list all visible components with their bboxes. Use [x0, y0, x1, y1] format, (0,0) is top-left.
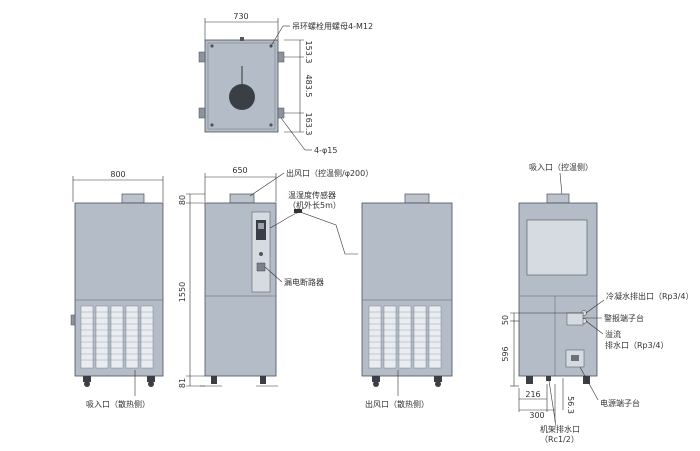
top-bracket	[198, 51, 206, 63]
right-dim-50: 50	[501, 315, 510, 325]
front-outlet-duct	[229, 193, 255, 204]
back-vent-grille	[368, 305, 442, 369]
front-dim-1550: 1550	[178, 282, 187, 302]
left-intake-label: 吸入口（散热侧）	[86, 399, 150, 409]
top-dim-163: 163.3	[304, 113, 313, 136]
holes-label: 4-φ15	[314, 146, 337, 155]
back-outlet-label: 出风口（散热侧）	[365, 399, 429, 409]
front-width-dim: 650	[232, 166, 247, 175]
breaker-switch	[256, 262, 266, 272]
right-intake-filter	[526, 219, 588, 276]
sensor-probe	[294, 209, 302, 213]
right-dim-596: 596	[501, 346, 510, 361]
sensor-cable	[269, 211, 358, 255]
front-view: 650 80 1550 81 出风口（控温侧/φ200） 温湿度传感器 （机外长…	[178, 166, 373, 388]
left-width-dim: 800	[110, 170, 125, 179]
back-view: 出风口（散热侧）	[361, 193, 453, 409]
overflow-label-1: 溢流	[605, 329, 621, 339]
front-dim-81: 81	[178, 378, 187, 388]
right-dim-563: 56.3	[566, 396, 575, 414]
top-dim-483: 483.5	[304, 75, 313, 98]
top-fan	[229, 84, 255, 110]
alarm-terminal	[566, 312, 584, 326]
controller-display	[256, 220, 266, 240]
right-dim-300: 300	[529, 411, 544, 420]
breaker-label: 漏电断路器	[284, 277, 324, 287]
top-width-dim: 730	[233, 12, 248, 21]
right-dim-216: 216	[525, 390, 540, 399]
sensor-label-1: 温湿度传感器	[288, 190, 336, 200]
alarm-terminal-label: 警报端子台	[604, 313, 644, 323]
condensate-label: 冷凝水排出口（Rp3/4）	[606, 291, 694, 301]
hoist-nut-label: 吊环螺栓用螺母4-M12	[292, 21, 373, 31]
right-view: 吸入口（控温侧） 冷凝水排出口（Rp3/4） 警报端子台 溢流 排水口（Rp3/…	[501, 162, 694, 444]
left-vent-grille	[80, 305, 154, 369]
front-dim-80: 80	[178, 195, 187, 205]
right-intake-label: 吸入口（控温侧）	[529, 162, 593, 172]
sensor-label-2: （机外长5m）	[288, 200, 341, 210]
left-view: 800 吸入口（散热侧）	[70, 170, 164, 409]
power-terminal-label: 电源端子台	[600, 398, 640, 408]
overflow-label-2: 排水口（Rp3/4）	[605, 340, 669, 350]
top-view: 730 吊环螺栓用螺母4-M12 153.3 483.5 163.3	[198, 12, 373, 155]
frame-drain-label-2: （Rc1/2）	[540, 435, 579, 444]
top-dim-153: 153.3	[304, 41, 313, 64]
front-outlet-label: 出风口（控温侧/φ200）	[286, 168, 373, 178]
frame-drain-label-1: 机架排水口	[540, 424, 580, 434]
